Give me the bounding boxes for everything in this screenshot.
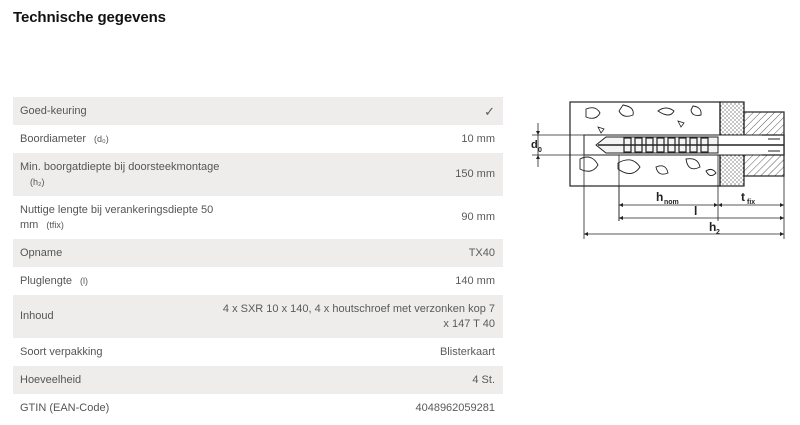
svg-text:2: 2 (716, 229, 720, 236)
dimension-d0: d 0 (531, 123, 584, 167)
spec-label: Nuttige lengte bij verankeringsdiepte 50… (20, 203, 214, 231)
svg-text:nom: nom (664, 199, 679, 206)
spec-value: Blisterkaart (439, 345, 495, 358)
spec-label: Goed-keuring (20, 104, 87, 117)
spec-label: Hoeveelheid (20, 373, 82, 386)
spec-value: TX40 (468, 246, 495, 259)
spec-value: 90 mm (461, 211, 495, 223)
spec-value: 4 St. (472, 373, 495, 386)
tfix-label: t (741, 190, 745, 204)
hnom-label: h (656, 190, 663, 204)
l-label: l (694, 204, 697, 218)
d0-label: d (531, 139, 538, 151)
dimension-h2: h 2 (584, 220, 784, 236)
spec-label: Min. boorgatdiepte bij doorsteekmontage (20, 160, 220, 173)
spec-label: GTIN (EAN-Code) (20, 401, 110, 414)
spec-label: Boordiameter (20, 132, 87, 145)
spec-row-quantity: Hoeveelheid 4 St. (13, 366, 503, 394)
anchor-plug (595, 134, 785, 156)
checkmark-icon: ✓ (484, 103, 495, 119)
spec-symbol: (tfix) (46, 219, 64, 230)
svg-text:fix: fix (747, 199, 755, 206)
dimension-l: l (619, 204, 784, 220)
spec-table: Goed-keuring ✓ Boordiameter (d₀) 10 mm Mi… (13, 97, 503, 422)
dimension-hnom-tfix: h nom t fix (619, 190, 784, 207)
spec-row-drive: Opname TX40 (13, 239, 503, 267)
h2-label: h (709, 220, 716, 234)
spec-row-packaging: Soort verpakking Blisterkaart (13, 338, 503, 366)
spec-value: 10 mm (461, 132, 495, 145)
spec-row-contents: Inhoud 4 x SXR 10 x 140, 4 x houtschroef… (13, 295, 503, 338)
spec-value: 4048962059281 (415, 401, 495, 414)
spec-row-gtin: GTIN (EAN-Code) 4048962059281 (13, 394, 503, 422)
spec-row-approval: Goed-keuring ✓ (13, 97, 503, 125)
spec-row-plug-length: Pluglengte (l) 140 mm (13, 267, 503, 295)
spec-label: Pluglengte (20, 274, 72, 287)
spec-row-usable-length: Nuttige lengte bij verankeringsdiepte 50… (13, 196, 503, 239)
spec-row-min-drill-depth: Min. boorgatdiepte bij doorsteekmontage (… (13, 153, 503, 196)
page-title: Technische gegevens (13, 9, 166, 26)
spec-value: 150 mm (455, 168, 495, 180)
anchor-technical-drawing: d 0 h nom t fix l h 2 (531, 101, 785, 239)
spec-value: 140 mm (455, 274, 495, 287)
spec-symbol: (l) (80, 275, 88, 286)
spec-symbol: (h₂) (30, 176, 45, 187)
spec-label: Soort verpakking (20, 345, 103, 358)
spec-label: Opname (20, 246, 63, 259)
svg-text:0: 0 (538, 147, 542, 154)
spec-label: Inhoud (20, 310, 54, 322)
spec-row-drill-diameter: Boordiameter (d₀) 10 mm (13, 125, 503, 153)
spec-symbol: (d₀) (94, 133, 109, 144)
spec-value: 4 x SXR 10 x 140, 4 x houtschroef met ve… (222, 302, 495, 330)
